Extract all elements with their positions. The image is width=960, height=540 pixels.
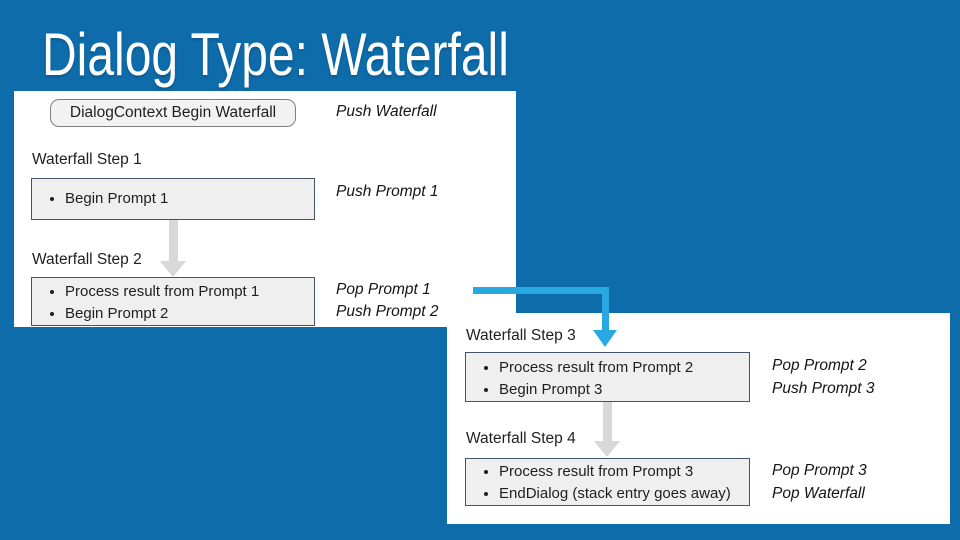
step-2-label: Waterfall Step 2 — [32, 251, 142, 268]
step-1-label: Waterfall Step 1 — [32, 151, 142, 168]
panel-steps-1-2: DialogContext Begin Waterfall Push Water… — [14, 91, 516, 327]
down-arrow-head-icon — [594, 441, 620, 457]
step-2-bullets: Process result from Prompt 1 Begin Promp… — [32, 281, 314, 324]
step-3-bullets: Process result from Prompt 2 Begin Promp… — [466, 357, 749, 400]
annotation-pop-prompt-1: Pop Prompt 1 — [336, 281, 431, 298]
annotation-push-waterfall: Push Waterfall — [336, 103, 437, 120]
annotation-pop-prompt-3: Pop Prompt 3 — [772, 462, 867, 479]
step-4-box: Process result from Prompt 3 EndDialog (… — [465, 458, 750, 506]
step-1-bullets: Begin Prompt 1 — [32, 188, 314, 210]
annotation-push-prompt-2: Push Prompt 2 — [336, 303, 439, 320]
step-2-box: Process result from Prompt 1 Begin Promp… — [31, 277, 315, 326]
annotation-push-prompt-3: Push Prompt 3 — [772, 380, 875, 397]
connector-horizontal-line — [473, 287, 609, 294]
step-bullet: Begin Prompt 2 — [65, 303, 314, 325]
down-arrow-icon — [603, 402, 612, 442]
step-3-label: Waterfall Step 3 — [466, 327, 576, 344]
step-3-box: Process result from Prompt 2 Begin Promp… — [465, 352, 750, 402]
slide-title: Dialog Type: Waterfall — [42, 21, 509, 88]
step-4-bullets: Process result from Prompt 3 EndDialog (… — [466, 461, 749, 504]
step-bullet: EndDialog (stack entry goes away) — [499, 483, 749, 505]
panel-steps-3-4: Waterfall Step 3 Process result from Pro… — [447, 313, 950, 524]
step-bullet: Begin Prompt 1 — [65, 188, 314, 210]
annotation-pop-prompt-2: Pop Prompt 2 — [772, 357, 867, 374]
annotation-pop-waterfall: Pop Waterfall — [772, 485, 865, 502]
annotation-push-prompt-1: Push Prompt 1 — [336, 183, 439, 200]
step-bullet: Process result from Prompt 2 — [499, 357, 749, 379]
step-bullet: Process result from Prompt 3 — [499, 461, 749, 483]
step-1-box: Begin Prompt 1 — [31, 178, 315, 220]
down-arrow-head-icon — [160, 261, 186, 277]
down-arrow-icon — [169, 220, 178, 262]
step-4-label: Waterfall Step 4 — [466, 430, 576, 447]
dialogcontext-begin-waterfall-shape: DialogContext Begin Waterfall — [50, 99, 296, 127]
step-bullet: Process result from Prompt 1 — [65, 281, 314, 303]
connector-arrow-head-icon — [593, 330, 617, 347]
step-bullet: Begin Prompt 3 — [499, 379, 749, 401]
connector-vertical-line — [602, 287, 609, 331]
